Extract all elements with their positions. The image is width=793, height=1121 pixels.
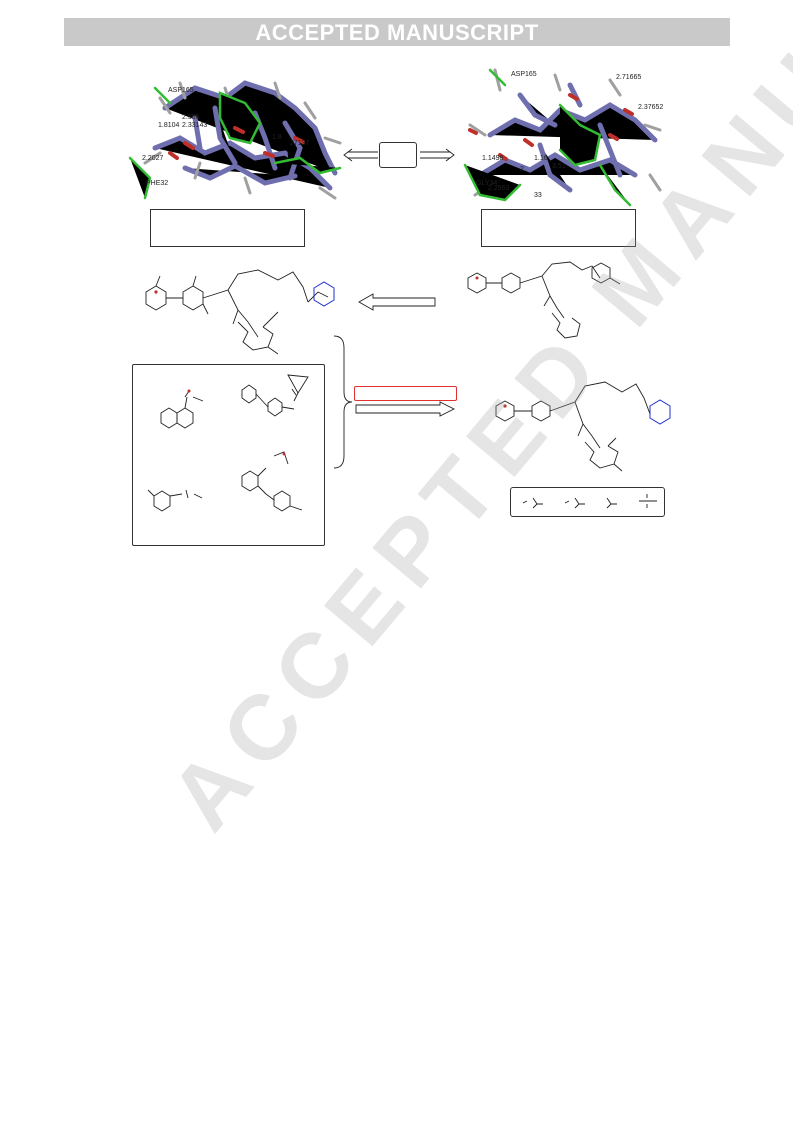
- docking-view-left: [128, 80, 342, 200]
- open-arrow-left: [358, 293, 436, 311]
- distance-label: 2: [520, 166, 524, 173]
- residue-label-asp165-right: ASP165: [511, 71, 537, 78]
- curly-brace: [333, 335, 353, 469]
- distance-label: 27137: [290, 140, 310, 147]
- residue-label-phe32-left: PHE32: [146, 180, 169, 187]
- distance-label: 2.2027: [142, 155, 164, 162]
- docking-view-right: [463, 68, 662, 207]
- distance-label: 2.556: [182, 114, 200, 121]
- distance-label: 1.1498: [482, 155, 504, 162]
- fragment-aryl-amide: [241, 451, 303, 512]
- distance-label: 2.33143: [182, 122, 208, 129]
- center-label-box: [379, 142, 417, 168]
- fragment-toluyl: [147, 489, 203, 512]
- distance-label: 3.51: [552, 163, 566, 170]
- distance-label: 1.8: [272, 134, 282, 141]
- accepted-manuscript-banner: ACCEPTED MANUSCRIPT: [64, 18, 730, 46]
- distance-label: 1.16: [534, 155, 548, 162]
- chemical-structure-right: [467, 261, 621, 339]
- reagent-box-red: [354, 386, 457, 401]
- distance-label: 1.8104: [158, 122, 180, 129]
- residue-label-asp165-left: ASP165: [168, 87, 194, 94]
- fragment-naphthyl: [160, 389, 204, 429]
- residue-label-gly34-right: GLY34: [476, 180, 498, 187]
- distance-label: 2.71665: [616, 74, 642, 81]
- chemical-structure-product: [495, 381, 671, 472]
- double-arrows-top: [343, 148, 455, 162]
- distance-label: 2.2563: [488, 185, 510, 192]
- residue-label-right: 33: [534, 192, 542, 199]
- fragment-panel: [132, 364, 325, 546]
- substituent-legend-fragments: [522, 494, 657, 509]
- fragment-biphenyl-cyclopropyl: [241, 374, 309, 417]
- distance-label: 2.37652: [638, 104, 664, 111]
- open-arrow-right: [355, 401, 456, 417]
- caption-box-left: [150, 209, 305, 247]
- caption-box-right: [481, 209, 636, 247]
- chemical-structure-left: [145, 269, 335, 355]
